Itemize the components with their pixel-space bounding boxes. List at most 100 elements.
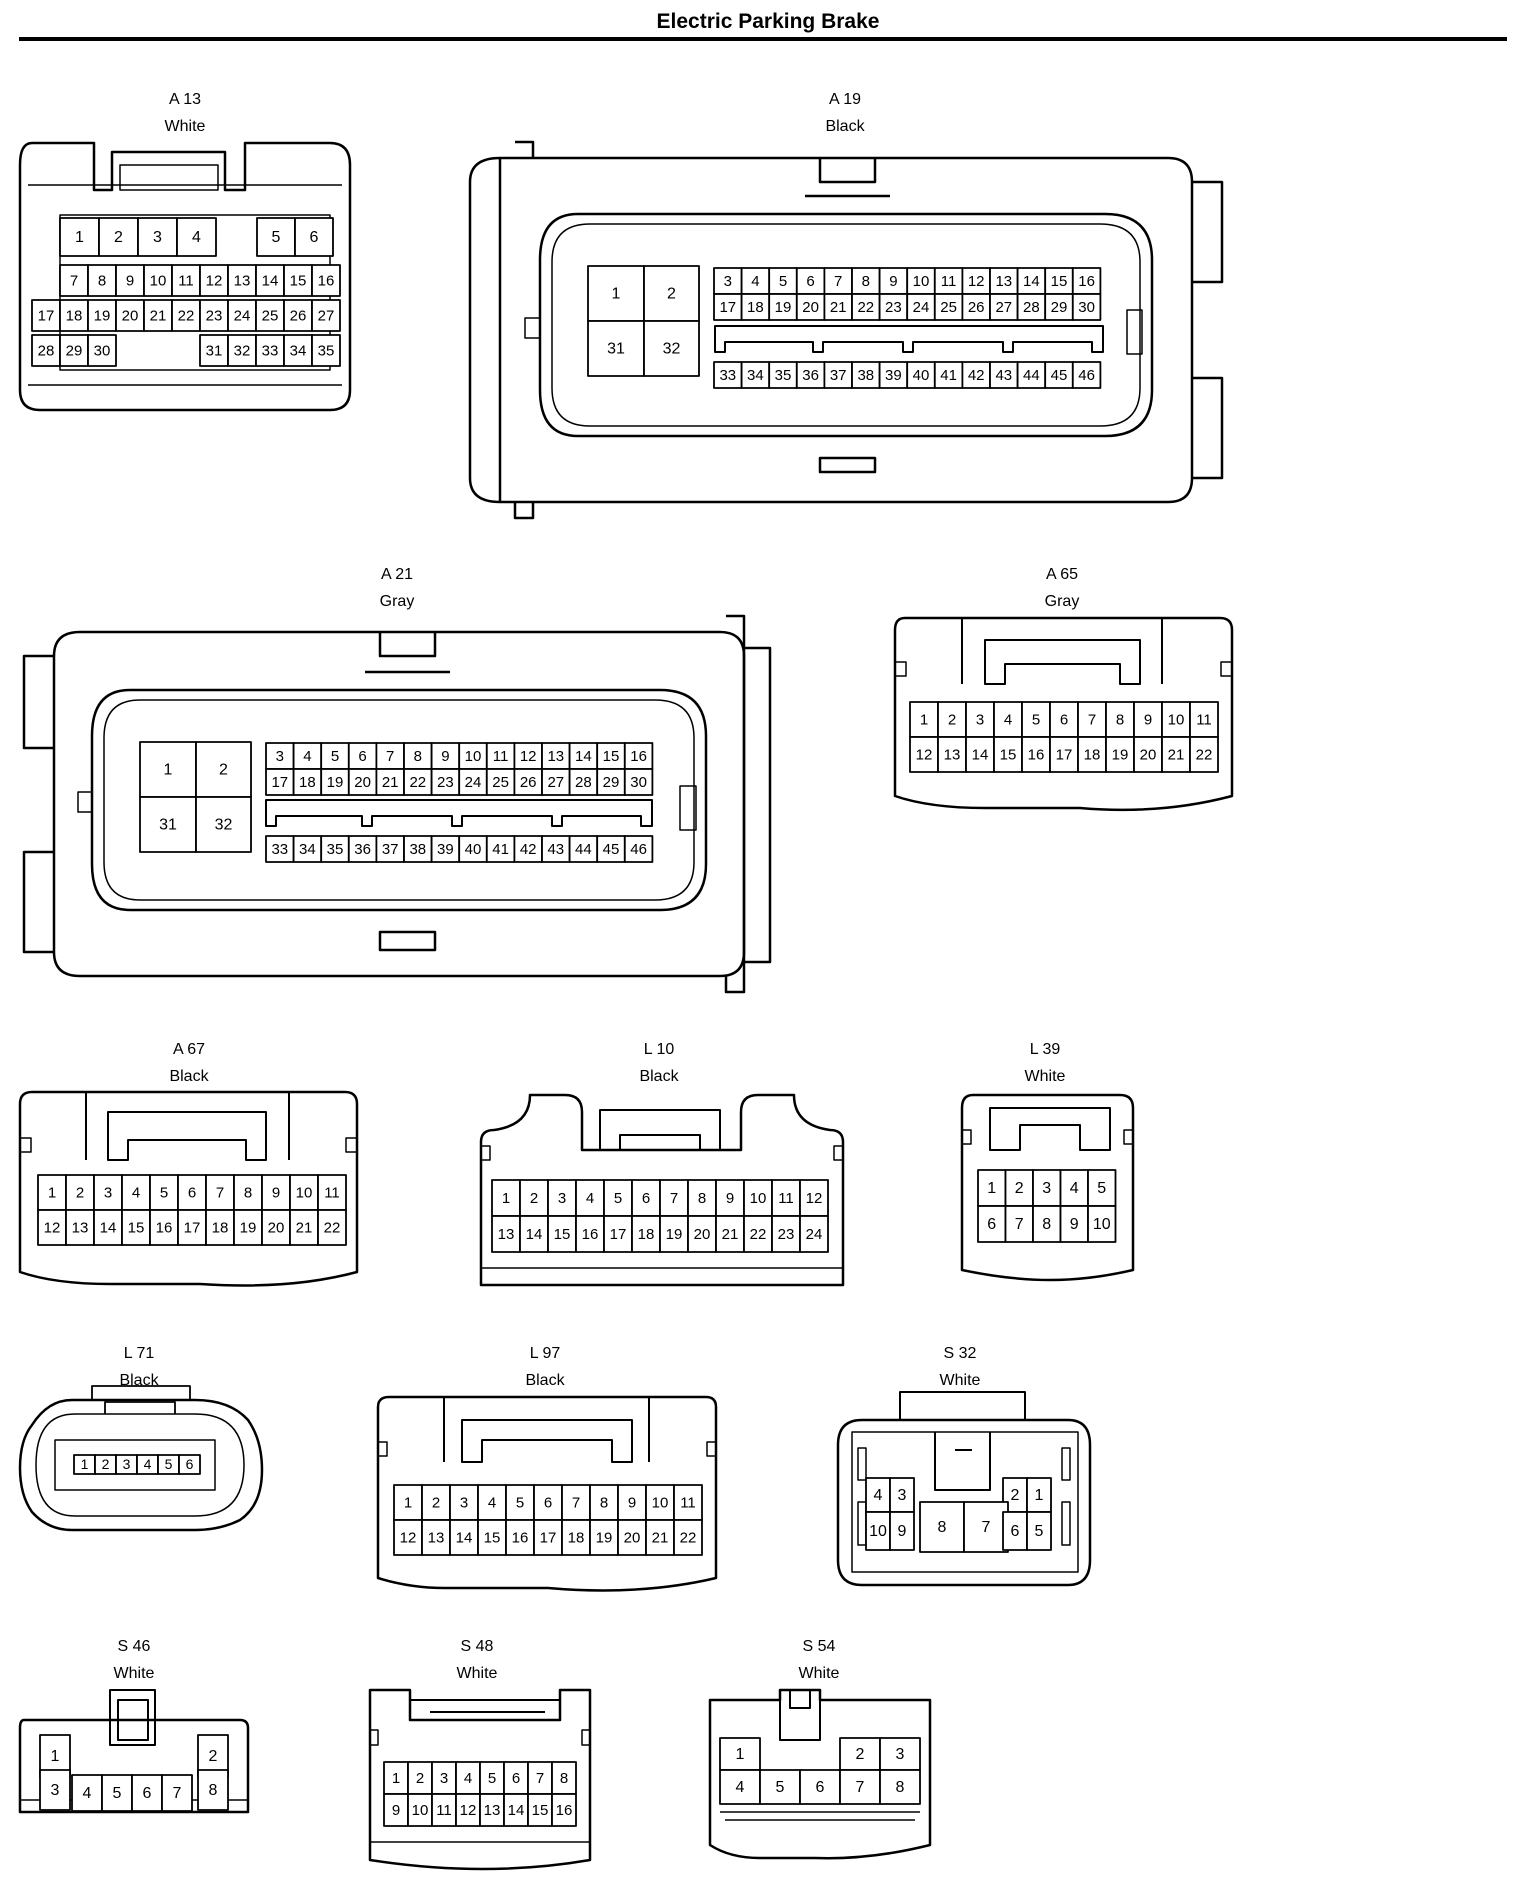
svg-text:9: 9 [1070,1216,1079,1233]
pin-16: 16 [505,1519,535,1556]
pin-21: 21 [289,1209,319,1246]
svg-text:30: 30 [94,342,111,359]
svg-text:15: 15 [484,1529,501,1546]
svg-text:22: 22 [750,1226,767,1243]
pin-13: 13 [541,742,571,770]
svg-text:5: 5 [1032,711,1040,728]
svg-text:12: 12 [206,272,223,289]
connector-color: White [164,118,206,135]
pin-3: 3 [1032,1169,1062,1207]
pin-11: 11 [171,264,201,297]
pin-18: 18 [561,1519,591,1556]
housing-right-tab [1192,180,1224,480]
connector-color: Black [525,1372,565,1389]
pin-22: 22 [1189,736,1219,773]
pin-44: 44 [1016,361,1047,389]
svg-text:21: 21 [652,1529,669,1546]
pin-31: 31 [199,334,229,367]
connector-housing [52,630,746,978]
svg-text:3: 3 [1042,1180,1051,1197]
pin-19: 19 [589,1519,619,1556]
pin-45: 45 [596,835,626,863]
connector-label-l39: L 39 White [990,1036,1100,1090]
svg-text:1: 1 [51,1748,60,1765]
pin-7: 7 [659,1179,689,1217]
pin-1: 1 [1026,1477,1052,1513]
svg-text:2: 2 [219,762,228,779]
pin-23: 23 [771,1215,801,1253]
pin-slot [54,1439,216,1491]
svg-text:32: 32 [663,341,681,358]
pin-18: 18 [205,1209,235,1246]
pin-30: 30 [623,768,654,796]
pin-33: 33 [713,361,743,389]
pin-19: 19 [659,1215,689,1253]
svg-text:1: 1 [612,286,621,303]
pin-38: 38 [851,361,881,389]
connector-name: A 65 [1045,566,1079,583]
svg-text:35: 35 [318,342,335,359]
pin-37: 37 [375,835,405,863]
pin-11: 11 [771,1179,801,1217]
pin-1: 1 [909,701,939,738]
svg-text:6: 6 [1060,711,1068,728]
svg-text:11: 11 [436,1802,452,1819]
svg-text:7: 7 [572,1494,580,1511]
svg-text:17: 17 [184,1219,201,1236]
pin-21: 21 [1161,736,1191,773]
svg-text:10: 10 [750,1190,767,1207]
pin-24: 24 [906,293,936,321]
svg-text:26: 26 [968,299,985,316]
pin-11: 11 [431,1793,457,1827]
svg-text:20: 20 [268,1219,285,1236]
svg-text:5: 5 [113,1785,122,1802]
pin-43: 43 [989,361,1019,389]
svg-text:13: 13 [547,748,564,765]
svg-text:16: 16 [1028,746,1045,763]
svg-text:15: 15 [1051,273,1068,290]
pin-14: 14 [568,742,599,770]
svg-text:9: 9 [1144,711,1152,728]
svg-text:3: 3 [976,711,984,728]
connector-housing [18,141,352,412]
pin-3: 3 [713,267,743,295]
pin-40: 40 [906,361,936,389]
svg-text:4: 4 [132,1184,140,1201]
pin-4: 4 [719,1769,761,1805]
housing-side-notch [370,1729,590,1746]
pin-14: 14 [1016,267,1047,295]
housing-inner-outline [851,1431,1079,1573]
svg-text:13: 13 [72,1219,89,1236]
pin-12: 12 [199,264,229,297]
pin-4: 4 [176,217,217,257]
connector-label-l71: L 71 Black [84,1340,194,1394]
svg-text:7: 7 [173,1785,182,1802]
housing-side-notch [895,661,1232,677]
pin-1: 1 [383,1761,409,1795]
pin-1: 1 [719,1737,761,1771]
pin-28: 28 [568,768,599,796]
housing-top-latch [91,1385,191,1414]
svg-text:19: 19 [666,1226,683,1243]
pin-10: 10 [289,1174,319,1211]
pin-18: 18 [59,299,89,332]
svg-text:16: 16 [318,272,335,289]
svg-text:10: 10 [296,1184,313,1201]
svg-text:15: 15 [1000,746,1017,763]
pin-10: 10 [458,742,488,770]
connector-housing [836,1418,1092,1587]
svg-text:16: 16 [512,1529,529,1546]
svg-text:7: 7 [216,1184,224,1201]
connector-a65 [893,616,1234,812]
connector-name: A 67 [172,1041,206,1058]
pin-24: 24 [458,768,488,796]
connector-a21 [22,614,772,994]
pin-1: 1 [59,217,100,257]
svg-text:20: 20 [802,299,819,316]
pin-12: 12 [513,742,543,770]
svg-text:17: 17 [610,1226,627,1243]
housing-top-latch [805,158,890,474]
housing-side-notch [20,1137,357,1153]
svg-text:28: 28 [38,342,55,359]
pin-22: 22 [851,293,881,321]
